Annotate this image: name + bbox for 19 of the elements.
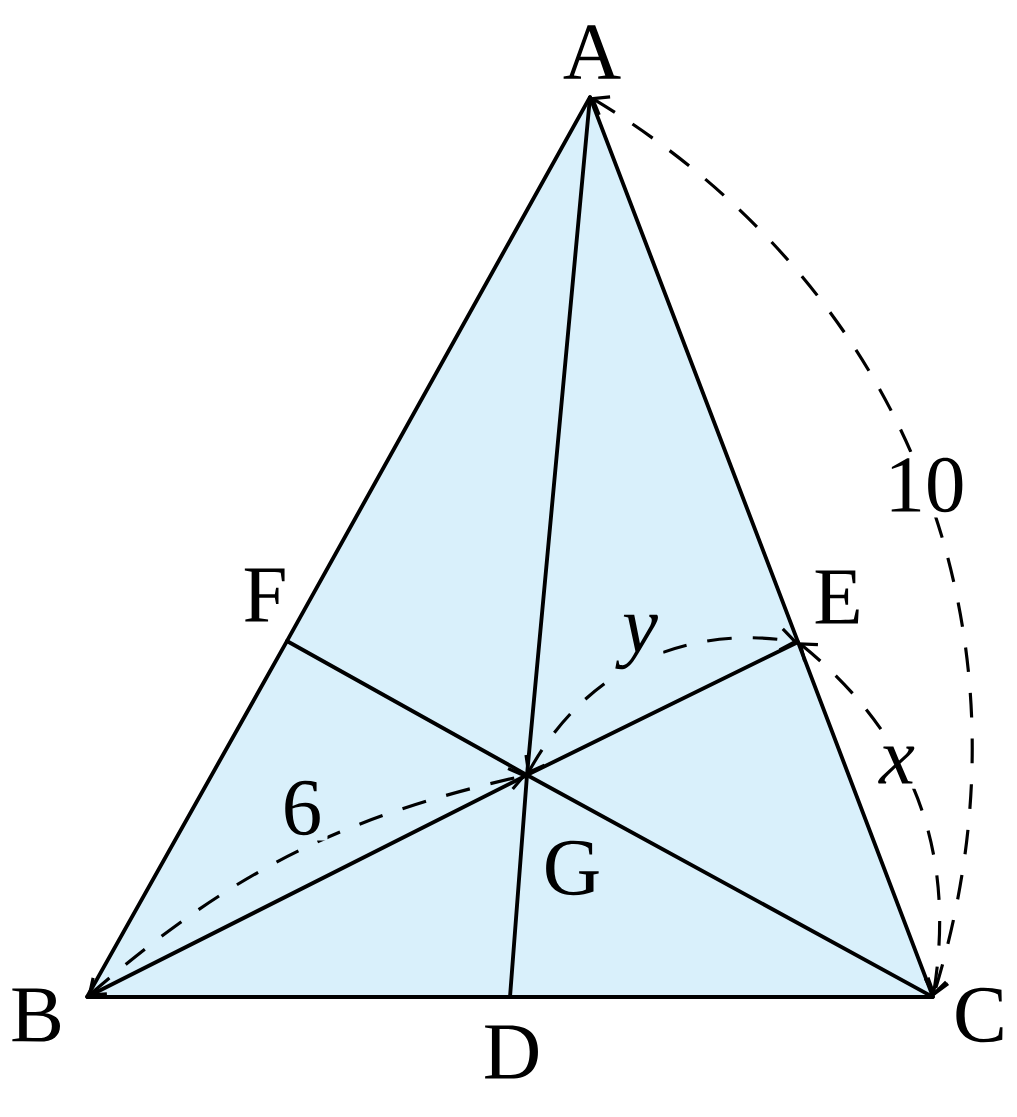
line-segment — [85, 995, 512, 999]
point-label: D — [485, 1025, 538, 1079]
point-label: C — [956, 987, 1003, 1043]
line-segment — [525, 773, 935, 999]
line-segment — [285, 639, 529, 777]
edge-label: 10 — [879, 452, 971, 518]
point-label: B — [12, 988, 60, 1042]
line-segment — [508, 995, 935, 999]
line-segment — [588, 95, 800, 644]
dimension-arc — [590, 95, 974, 997]
edge-label: y — [615, 609, 664, 675]
line-segment — [85, 639, 289, 999]
edge-label: 6 — [276, 775, 328, 841]
point-label: F — [244, 568, 285, 622]
point-label: G — [546, 840, 599, 896]
line-segment — [285, 95, 592, 643]
edge-label: x — [873, 741, 921, 789]
point-label: E — [815, 570, 859, 624]
point-label: A — [563, 25, 621, 79]
